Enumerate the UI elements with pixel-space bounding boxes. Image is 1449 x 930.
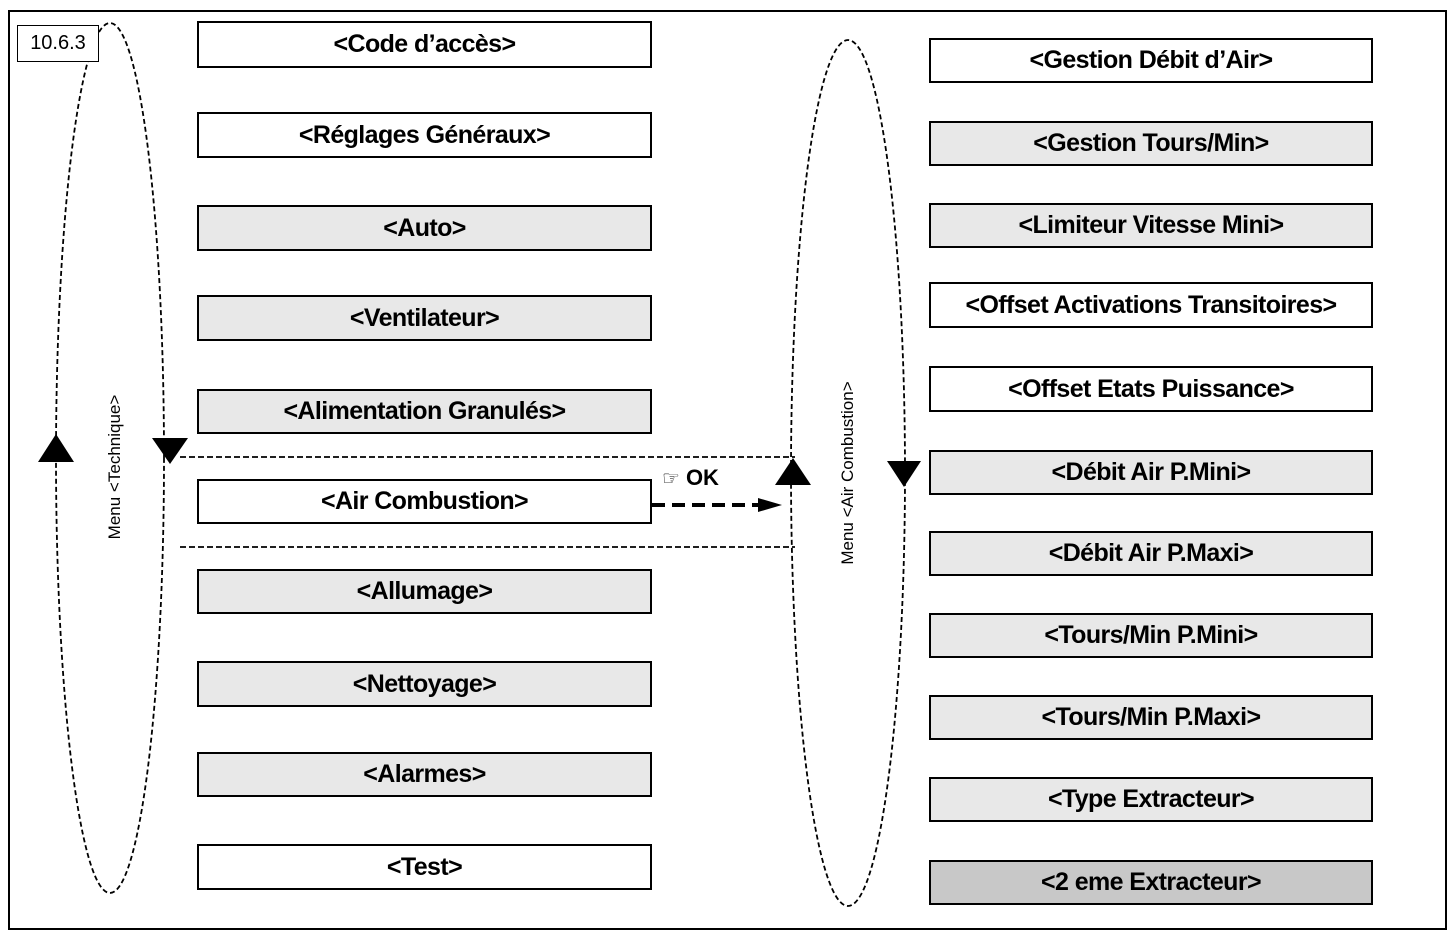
left-menu-item-label: <Air Combustion>: [320, 487, 529, 515]
left-menu-item-label: <Ventilateur>: [349, 303, 500, 332]
left-menu-item-label: <Alarmes>: [363, 760, 486, 788]
right-menu-item-label: <Type Extracteur>: [1047, 785, 1255, 813]
left-menu-item-label: <Code d’accès>: [333, 30, 517, 58]
left-menu-item-test[interactable]: <Test>: [197, 844, 652, 890]
right-up-arrow-icon: [775, 458, 811, 485]
right-menu-item-tours-min-p-maxi[interactable]: <Tours/Min P.Maxi>: [929, 695, 1373, 740]
left-menu-item-nettoyage[interactable]: <Nettoyage>: [197, 661, 652, 707]
right-menu-item-label: <Limiteur Vitesse Mini>: [1018, 211, 1284, 239]
right-menu-item-gestion-tours-min[interactable]: <Gestion Tours/Min>: [929, 121, 1373, 166]
right-menu-item-limiteur-vitesse-mini[interactable]: <Limiteur Vitesse Mini>: [929, 203, 1373, 248]
right-menu-item-label: <Offset Activations Transitoires>: [965, 290, 1337, 319]
left-menu-title: Menu <Technique>: [105, 394, 124, 540]
left-menu-item-label: <Test>: [386, 852, 463, 881]
right-menu-item-label: <Gestion Débit d’Air>: [1029, 46, 1273, 74]
right-menu-item-offset-activations-transitoires[interactable]: <Offset Activations Transitoires>: [929, 282, 1373, 328]
right-down-arrow-icon: [887, 461, 921, 487]
right-menu-item-gestion-débit-dair[interactable]: <Gestion Débit d’Air>: [929, 38, 1373, 83]
left-menu-item-alimentation-granulés[interactable]: <Alimentation Granulés>: [197, 389, 652, 434]
left-menu-item-label: <Alimentation Granulés>: [283, 397, 566, 425]
right-menu-item-débit-air-p-maxi[interactable]: <Débit Air P.Maxi>: [929, 531, 1373, 576]
right-menu-item-type-extracteur[interactable]: <Type Extracteur>: [929, 777, 1373, 822]
pointing-hand-icon: ☞: [662, 468, 680, 490]
left-menu-item-réglages-généraux[interactable]: <Réglages Généraux>: [197, 112, 652, 158]
right-menu-item-label: <Offset Etats Puissance>: [1008, 374, 1294, 403]
left-up-arrow-icon: [38, 434, 74, 462]
left-menu-item-ventilateur[interactable]: <Ventilateur>: [197, 295, 652, 341]
figure-label: 10.6.3: [17, 25, 99, 62]
right-menu-item-label: <Tours/Min P.Mini>: [1044, 621, 1258, 649]
left-menu-item-label: <Nettoyage>: [352, 669, 497, 698]
right-menu-item-label: <2 eme Extracteur>: [1041, 868, 1262, 896]
right-menu-item-offset-etats-puissance[interactable]: <Offset Etats Puissance>: [929, 366, 1373, 412]
left-menu-item-auto[interactable]: <Auto>: [197, 205, 652, 251]
left-menu-item-code-daccès[interactable]: <Code d’accès>: [197, 21, 652, 68]
ok-transition-arrowhead-icon: [758, 498, 782, 512]
right-menu-item-2-eme-extracteur[interactable]: <2 eme Extracteur>: [929, 860, 1373, 905]
right-menu-item-label: <Débit Air P.Mini>: [1051, 458, 1252, 486]
left-down-arrow-icon: [152, 438, 188, 464]
right-menu-item-label: <Gestion Tours/Min>: [1033, 129, 1269, 157]
right-menu-item-débit-air-p-mini[interactable]: <Débit Air P.Mini>: [929, 450, 1373, 495]
left-menu-item-label: <Allumage>: [356, 577, 493, 605]
left-menu-item-allumage[interactable]: <Allumage>: [197, 569, 652, 614]
right-menu-item-label: <Tours/Min P.Maxi>: [1041, 703, 1262, 731]
left-menu-item-label: <Auto>: [383, 213, 466, 242]
right-menu-item-label: <Débit Air P.Maxi>: [1048, 539, 1254, 567]
left-menu-item-alarmes[interactable]: <Alarmes>: [197, 752, 652, 797]
right-menu-item-tours-min-p-mini[interactable]: <Tours/Min P.Mini>: [929, 613, 1373, 658]
ok-text: OK: [685, 465, 719, 490]
left-menu-item-air-combustion[interactable]: <Air Combustion>: [197, 479, 652, 524]
right-menu-title: Menu <Air Combustion>: [838, 381, 857, 565]
ok-transition-label: ☞OK: [662, 465, 719, 491]
left-menu-item-label: <Réglages Généraux>: [298, 120, 551, 149]
